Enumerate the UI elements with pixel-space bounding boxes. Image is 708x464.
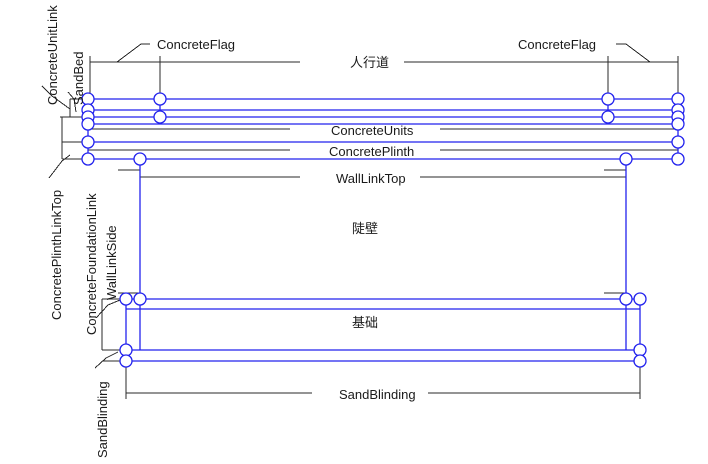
label-sandblinding-vertical: SandBlinding (95, 381, 110, 458)
leader-flag-left (116, 43, 150, 63)
label-walllinktop: WallLinkTop (336, 171, 406, 186)
label-concretefoundationlink: ConcreteFoundationLink (84, 193, 99, 335)
node-link (119, 354, 133, 368)
node-link (633, 354, 647, 368)
leader-flag-right (616, 43, 651, 63)
leader-sandbed (67, 91, 77, 113)
leader-sandblinding (94, 351, 119, 369)
leader-foundation-link (95, 299, 121, 319)
node-link (671, 92, 685, 106)
label-concreteunits: ConcreteUnits (331, 123, 414, 138)
label-sandbed: SandBed (71, 51, 86, 106)
label-concreteplinthlinktop: ConcretePlinthLinkTop (49, 189, 64, 320)
node-link (671, 152, 685, 166)
node-link (671, 135, 685, 149)
label-wall: 陡壁 (352, 222, 379, 237)
node-link (671, 117, 685, 131)
label-concreteplinth: ConcretePlinth (329, 144, 415, 159)
node-link (633, 343, 647, 357)
label-concreteunitlink: ConcreteUnitLink (45, 5, 60, 105)
label-sidewalk: 人行道 (350, 56, 390, 71)
label-concreteflag-right: ConcreteFlag (518, 37, 597, 52)
node-link (601, 110, 615, 124)
construction-geometry (87, 98, 679, 366)
node-link (119, 343, 133, 357)
dimension-lines (41, 43, 679, 399)
leader-concrete-unit-link (41, 85, 71, 110)
node-link (81, 135, 95, 149)
geometry-nodes (81, 92, 685, 368)
node-link (81, 117, 95, 131)
label-concreteflag-left: ConcreteFlag (157, 37, 236, 52)
node-link (119, 292, 133, 306)
node-link (153, 110, 167, 124)
leader-plinth-link-top (48, 154, 71, 179)
node-link (633, 292, 647, 306)
node-link (81, 152, 95, 166)
node-link (619, 152, 633, 166)
label-foundation: 基础 (352, 316, 379, 331)
node-link (153, 92, 167, 106)
node-link (601, 92, 615, 106)
node-link (133, 292, 147, 306)
label-sandblinding-dim: SandBlinding (339, 387, 416, 402)
node-link (619, 292, 633, 306)
label-walllinkside: WallLinkSide (104, 225, 119, 300)
node-link (133, 152, 147, 166)
